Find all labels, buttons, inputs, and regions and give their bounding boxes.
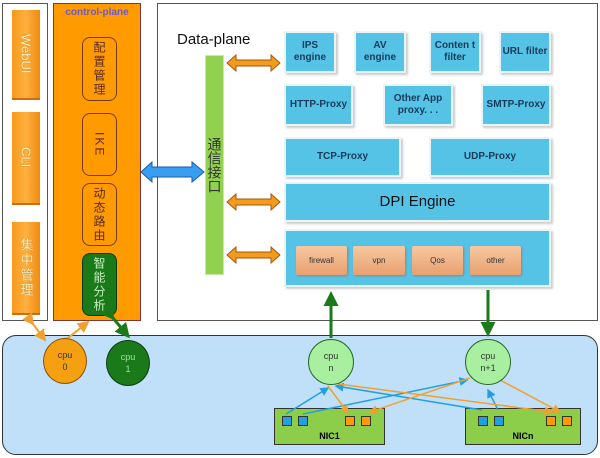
url-filter: URL filter — [499, 31, 551, 73]
webui-label: WebUI — [18, 34, 34, 74]
content-filter: Conten t filter — [429, 31, 481, 73]
qos-module: Qos — [412, 246, 463, 275]
tcp-proxy: TCP-Proxy — [284, 137, 401, 177]
nic-rx-queue — [478, 416, 488, 426]
dynamic-routing-module: 动态路由 — [82, 183, 117, 246]
cpu-label: cpu — [57, 350, 73, 360]
udp-proxy: UDP-Proxy — [429, 137, 551, 177]
central-mgmt-label: 集中管理 — [18, 237, 34, 298]
interface-engine-arrows — [226, 53, 281, 265]
nicn-label: NICn — [512, 431, 534, 441]
nic1-label: NIC1 — [319, 431, 340, 441]
comm-interface-bar: 通信接口 — [205, 55, 224, 275]
cpu-n-plus-1: cpu n+1 — [465, 339, 511, 385]
config-mgmt-module: 配置管理 — [82, 37, 117, 101]
av-engine: AV engine — [354, 31, 406, 73]
other-app-proxy: Other App proxy. . . — [383, 84, 453, 126]
nic-rx-queue — [282, 416, 292, 426]
cpu-n: cpu n — [308, 339, 354, 385]
cpu-index: n — [328, 363, 334, 373]
nic-rx-queue — [494, 416, 504, 426]
webui-block: WebUI — [12, 10, 40, 100]
ike-module: IKE — [82, 113, 117, 176]
cpu-index: 1 — [125, 364, 131, 374]
nic-tx-queue — [546, 416, 556, 426]
nic-rx-queue — [298, 416, 308, 426]
control-plane-title: control-plane — [65, 7, 129, 18]
firewall-module: firewall — [296, 246, 347, 275]
cpu-dataplane-arrows — [99, 290, 496, 339]
tx-queue-arrows — [327, 377, 562, 416]
data-plane-title: Data-plane — [177, 31, 251, 48]
nicn: NICn — [465, 408, 581, 445]
cli-label: CLI — [18, 147, 34, 168]
control-data-link-arrow — [140, 160, 205, 184]
http-proxy: HTTP-Proxy — [284, 84, 353, 126]
cpu-index: 0 — [62, 362, 68, 372]
cpu-label: cpu — [480, 351, 496, 361]
cpu-label: cpu — [323, 351, 339, 361]
smart-analysis-module: 智能分析 — [82, 253, 117, 316]
other-module: other — [470, 246, 521, 275]
cpu0-ui-arrows — [22, 312, 90, 349]
cpu-label: cpu — [120, 352, 136, 362]
nic-tx-queue — [345, 416, 355, 426]
dpi-engine: DPI Engine — [284, 182, 551, 222]
smtp-proxy: SMTP-Proxy — [481, 84, 551, 126]
cli-block: CLI — [12, 112, 40, 205]
cpu-0: cpu 0 — [43, 338, 87, 384]
cpu-index: n+1 — [480, 363, 496, 373]
nic1: NIC1 — [274, 408, 385, 445]
vpn-module: vpn — [353, 246, 405, 275]
comm-interface-label: 通信接口 — [206, 137, 223, 193]
ips-engine: IPS engine — [284, 31, 336, 73]
nic-tx-queue — [361, 416, 371, 426]
cpu-1: cpu 1 — [106, 340, 150, 386]
rx-queue-arrows — [285, 377, 499, 415]
nic-tx-queue — [562, 416, 572, 426]
